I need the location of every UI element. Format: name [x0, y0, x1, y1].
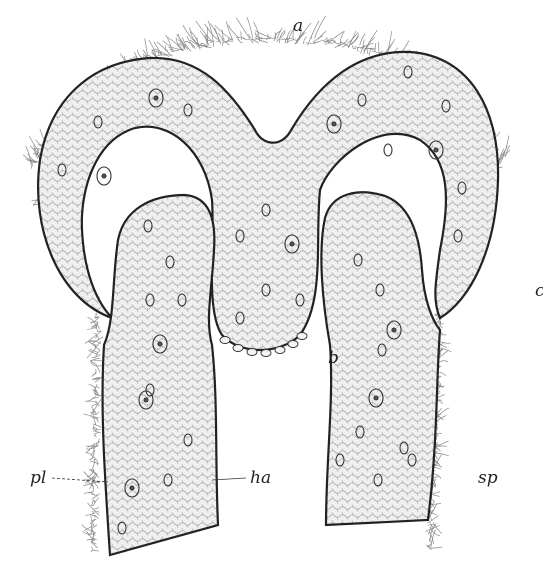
hair-strand [91, 404, 96, 406]
nucleolus [102, 174, 106, 178]
hair-strand [177, 34, 188, 50]
hair-strand [96, 313, 97, 315]
hair-strand [89, 385, 96, 394]
hair-strand [315, 16, 326, 39]
nucleolus [290, 242, 294, 246]
label-c: c [535, 283, 543, 300]
hair-strand [277, 28, 283, 40]
hair-strand [170, 49, 172, 51]
hair-strand [429, 547, 443, 548]
hair-strand [92, 512, 94, 514]
hair-strand [91, 547, 92, 551]
hair-strand [228, 25, 239, 38]
hair-strand [247, 17, 253, 42]
hair-strand [239, 39, 243, 43]
hair-strand [93, 360, 102, 361]
hair-strand [436, 318, 439, 321]
pl-leader-line [52, 478, 108, 482]
hair-strand [360, 34, 366, 46]
hair-strand [440, 321, 443, 324]
nucleolus [144, 398, 148, 402]
nucleolus [130, 486, 134, 490]
hair-strand [266, 34, 268, 40]
hair-strand [91, 542, 98, 549]
hair-strand [94, 458, 97, 459]
hair-strand [93, 373, 97, 375]
hair-strand [190, 27, 198, 43]
hair-strand [96, 387, 100, 388]
hair-strand [255, 31, 273, 39]
hair-strand [241, 31, 242, 40]
hair-strand [367, 46, 369, 54]
hair-strand [434, 470, 435, 471]
hair-strand [318, 31, 326, 39]
label-a: a [293, 18, 303, 35]
hair-strand [435, 453, 449, 456]
hair-strand [243, 38, 250, 40]
nucleolus [158, 342, 162, 346]
hair-strand [357, 48, 359, 52]
hair-strand [93, 424, 102, 427]
hair-strand [375, 43, 376, 52]
hair-strand [318, 40, 327, 43]
nucleolus [332, 122, 336, 126]
hair-strand [92, 369, 97, 376]
label-b: b [328, 350, 339, 367]
hair-strand [427, 544, 431, 546]
hair-strand [280, 30, 286, 43]
label-pl: pl [30, 470, 46, 487]
hair-strand [90, 399, 101, 416]
hair-strand [91, 550, 99, 552]
nucleolus [392, 328, 396, 332]
label-ha: ha [250, 470, 271, 487]
hair-strand [238, 37, 244, 38]
hair-strand [311, 37, 312, 39]
nucleolus [434, 148, 438, 152]
label-sp: sp [478, 470, 498, 487]
hair-strand [426, 545, 431, 549]
hair-strand [326, 43, 328, 45]
hair-strand [85, 331, 102, 344]
hair-strand [254, 39, 270, 40]
nucleolus [374, 396, 378, 400]
hair-strand [97, 329, 101, 332]
nucleus [384, 144, 392, 156]
hair-strand [91, 501, 93, 504]
nucleolus [154, 96, 158, 100]
left-column-tissue [103, 195, 218, 555]
hair-strand [94, 435, 96, 437]
hair-strand [88, 341, 100, 350]
hair-strand [86, 446, 98, 447]
hair-strand [97, 336, 98, 340]
hair-strand [93, 507, 99, 509]
